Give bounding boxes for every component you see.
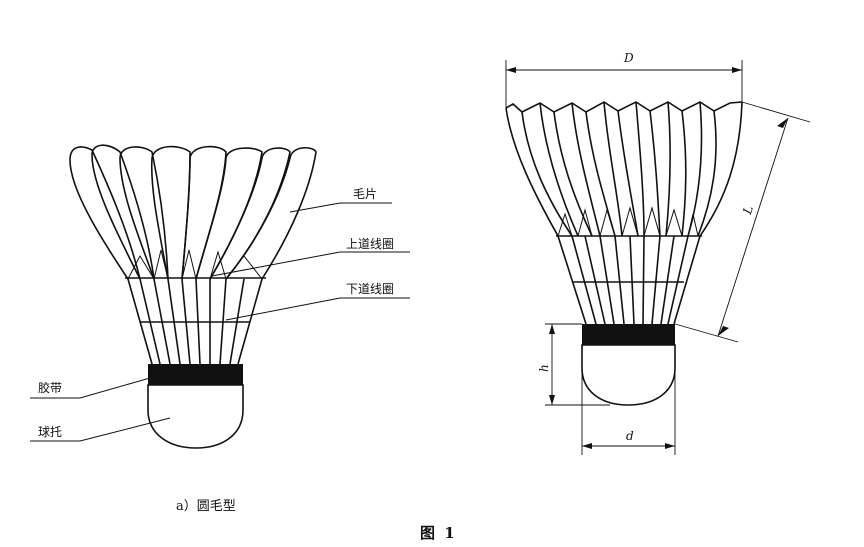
dimension-h-label: h (537, 364, 551, 372)
label-cork-base: 球托 (38, 425, 62, 439)
right-tape-band (582, 324, 675, 345)
dimension-h (545, 323, 610, 406)
right-shafts (557, 235, 701, 325)
label-feather: 毛片 (353, 187, 377, 201)
right-shuttlecock (505, 101, 743, 406)
dimension-d (581, 345, 676, 455)
left-feathers (69, 144, 317, 280)
label-tape: 胶带 (38, 380, 62, 395)
figure-title: 图 1 (420, 524, 457, 542)
right-feathers (505, 101, 743, 237)
dimension-L-label: L (740, 204, 756, 217)
caption-round-feather: a）圆毛型 (176, 499, 236, 514)
dimension-L (674, 101, 811, 343)
left-feather-joints (127, 249, 263, 280)
left-tape-band (148, 364, 243, 385)
right-cork-base (581, 344, 676, 406)
label-lower-thread: 下道线圈 (346, 282, 394, 296)
right-feather-joints (557, 206, 699, 237)
dimension-D-label: D (623, 51, 634, 65)
left-shuttlecock (69, 144, 317, 449)
left-leader-lines (30, 202, 410, 442)
label-upper-thread: 上道线圈 (346, 237, 394, 251)
left-cork-base (147, 384, 244, 449)
dimension-d-label: d (626, 429, 634, 443)
dimension-D (505, 60, 743, 108)
